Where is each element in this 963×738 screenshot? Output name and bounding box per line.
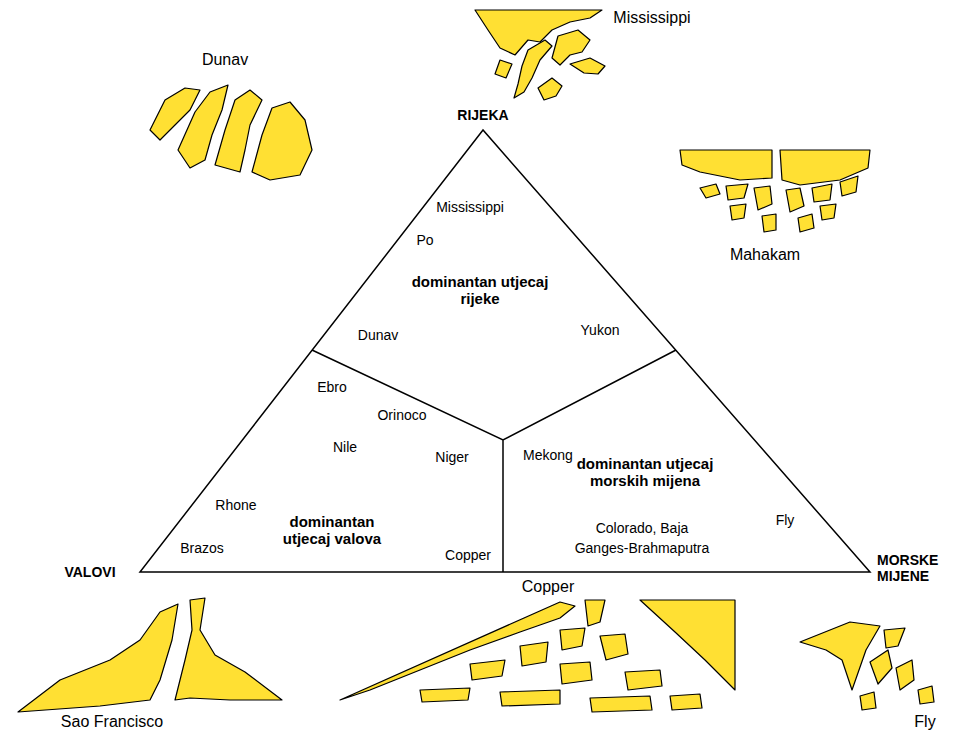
delta-name: Rhone <box>215 497 256 513</box>
figure-label: Dunav <box>202 51 248 69</box>
delta-name: Po <box>416 232 433 248</box>
delta-name: Ganges-Brahmaputra <box>575 540 710 556</box>
delta-name: Mekong <box>523 447 573 463</box>
figure-label: Mississippi <box>613 9 690 27</box>
delta-name: Ebro <box>317 379 347 395</box>
ternary-triangle <box>140 130 870 572</box>
delta-name: Brazos <box>180 540 224 556</box>
delta-shapes <box>18 10 934 712</box>
vertex-label: RIJEKA <box>457 107 508 123</box>
delta-name: Orinoco <box>377 407 426 423</box>
figure-label: Copper <box>522 578 574 596</box>
figure-label: Sao Francisco <box>61 713 163 731</box>
delta-name: Fly <box>776 512 795 528</box>
figure-label: Mahakam <box>730 246 800 264</box>
vertex-label: VALOVI <box>64 564 115 580</box>
delta-name: Colorado, Baja <box>596 520 689 536</box>
delta-name: Dunav <box>358 327 398 343</box>
region-heading: dominantan utjecaj rijeke <box>400 273 560 308</box>
delta-name: Niger <box>435 449 468 465</box>
region-heading: dominantan utjecaj morskih mijena <box>565 455 725 490</box>
delta-name: Mississippi <box>436 199 504 215</box>
vertex-label: MORSKE MIJENE <box>877 552 949 584</box>
delta-name: Nile <box>333 439 357 455</box>
figure-label: Fly <box>914 713 935 731</box>
region-heading: dominantan utjecaj valova <box>270 513 395 548</box>
delta-name: Copper <box>445 547 491 563</box>
delta-name: Yukon <box>581 322 620 338</box>
